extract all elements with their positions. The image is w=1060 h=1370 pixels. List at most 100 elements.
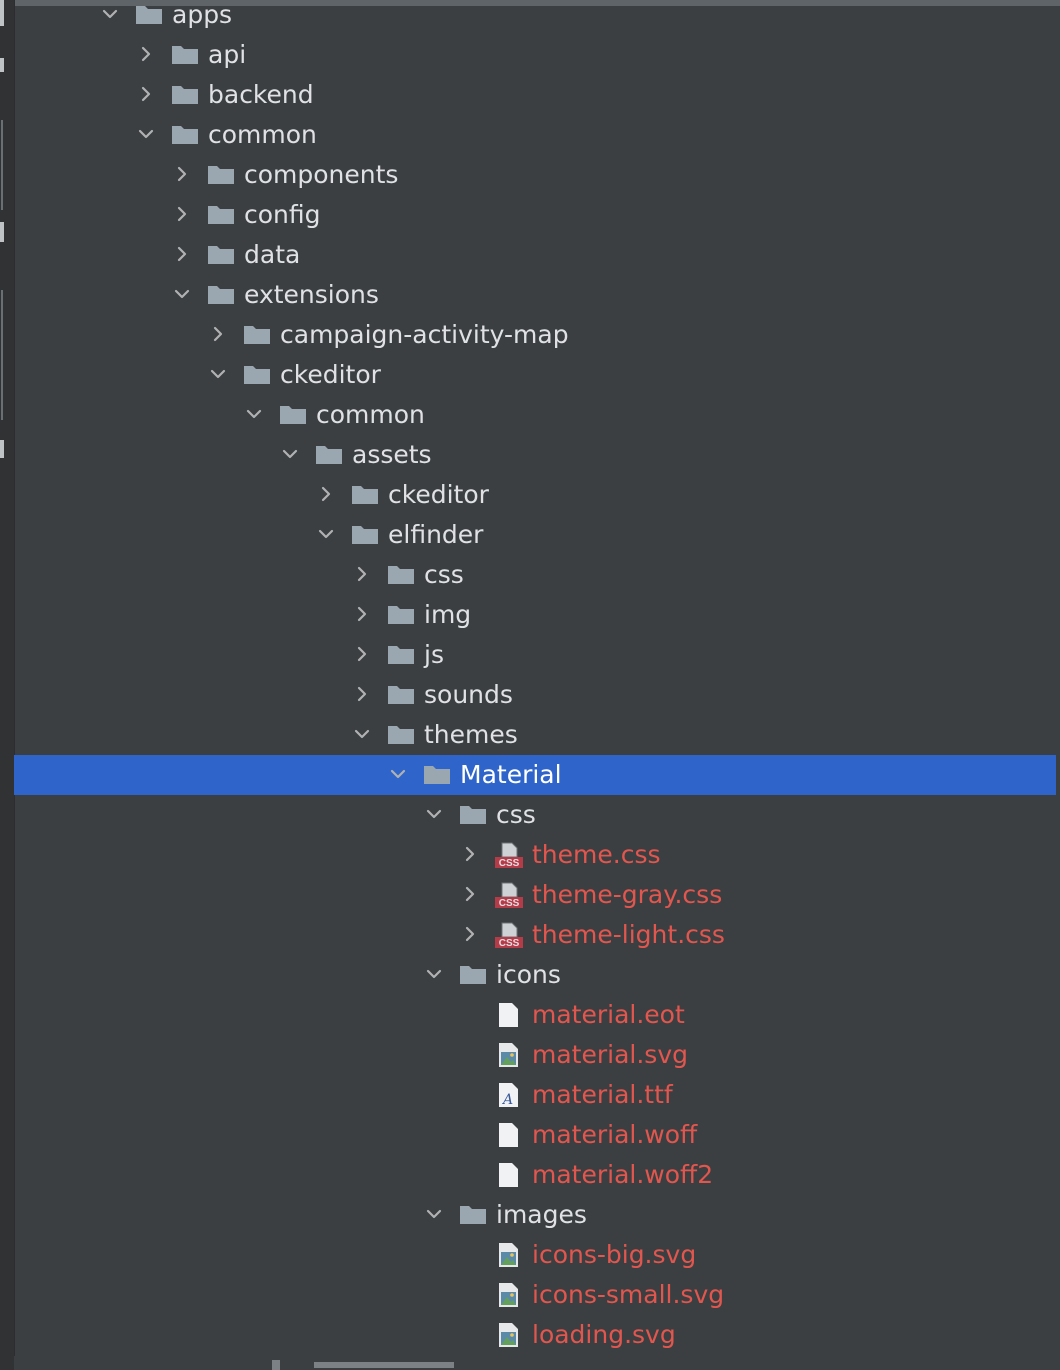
- tree-node-config[interactable]: config: [14, 195, 1056, 235]
- tree-node-material-eot[interactable]: material.eot: [14, 995, 1056, 1035]
- chevron-down-icon[interactable]: [386, 755, 410, 795]
- tree-node-label: material.eot: [532, 1000, 685, 1029]
- tree-node-elfinder[interactable]: elfinder: [14, 515, 1056, 555]
- tree-node-label: theme.css: [532, 840, 661, 869]
- folder-icon: [350, 475, 380, 515]
- tree-node-label: theme-gray.css: [532, 880, 723, 909]
- tree-node-icons-small-svg[interactable]: icons-small.svg: [14, 1275, 1056, 1315]
- image-file-icon: [494, 1315, 524, 1355]
- chevron-right-icon[interactable]: [458, 875, 482, 915]
- chevron-down-icon[interactable]: [314, 515, 338, 555]
- chevron-right-icon[interactable]: [350, 555, 374, 595]
- chevron-right-icon[interactable]: [350, 675, 374, 715]
- tree-node-label: config: [244, 200, 321, 229]
- tree-node-label: Material: [460, 760, 562, 789]
- chevron-right-icon[interactable]: [350, 635, 374, 675]
- folder-icon: [350, 515, 380, 555]
- folder-icon: [386, 715, 416, 755]
- tree-node-assets[interactable]: assets: [14, 435, 1056, 475]
- chevron-right-icon[interactable]: [170, 195, 194, 235]
- tree-node-components[interactable]: components: [14, 155, 1056, 195]
- chevron-right-icon[interactable]: [170, 235, 194, 275]
- chevron-down-icon[interactable]: [170, 275, 194, 315]
- chevron-right-icon[interactable]: [350, 595, 374, 635]
- folder-icon: [134, 0, 164, 35]
- folder-icon: [386, 555, 416, 595]
- chevron-down-icon[interactable]: [422, 1195, 446, 1235]
- chevron-down-icon[interactable]: [242, 395, 266, 435]
- tree-node-ckeditor[interactable]: ckeditor: [14, 475, 1056, 515]
- folder-icon: [458, 1195, 488, 1235]
- tree-node-label: ckeditor: [388, 480, 489, 509]
- tree-node-sounds[interactable]: sounds: [14, 675, 1056, 715]
- file-icon: [494, 995, 524, 1035]
- tree-node-themes[interactable]: themes: [14, 715, 1056, 755]
- tree-node-common[interactable]: common: [14, 395, 1056, 435]
- chevron-right-icon[interactable]: [170, 155, 194, 195]
- tree-node-loading-svg[interactable]: loading.svg: [14, 1315, 1056, 1355]
- folder-icon: [206, 155, 236, 195]
- tree-node-apps[interactable]: apps: [14, 0, 1056, 35]
- tree-node-label: components: [244, 160, 399, 189]
- chevron-down-icon[interactable]: [350, 715, 374, 755]
- tree-node-img[interactable]: img: [14, 595, 1056, 635]
- chevron-down-icon[interactable]: [206, 355, 230, 395]
- image-file-icon: [494, 1035, 524, 1075]
- tree-node-css[interactable]: css: [14, 555, 1056, 595]
- chevron-right-icon[interactable]: [458, 915, 482, 955]
- svg-text:A: A: [501, 1092, 513, 1108]
- tree-node-label: icons-small.svg: [532, 1280, 725, 1309]
- tree-node-theme-gray-css[interactable]: CSS theme-gray.css: [14, 875, 1056, 915]
- tree-node-data[interactable]: data: [14, 235, 1056, 275]
- tree-node-material-woff[interactable]: material.woff: [14, 1115, 1056, 1155]
- css-file-icon: CSS: [494, 875, 524, 915]
- tree-node-extensions[interactable]: extensions: [14, 275, 1056, 315]
- chevron-down-icon[interactable]: [422, 955, 446, 995]
- tree-node-label: css: [424, 560, 464, 589]
- chevron-down-icon[interactable]: [278, 435, 302, 475]
- chevron-down-icon[interactable]: [422, 795, 446, 835]
- file-icon: [494, 1115, 524, 1155]
- chevron-right-icon[interactable]: [314, 475, 338, 515]
- tree-node-label: common: [208, 120, 317, 149]
- tree-overflow-edge: [14, 1356, 1060, 1370]
- folder-icon: [242, 315, 272, 355]
- tree-node-backend[interactable]: backend: [14, 75, 1056, 115]
- tree-node-images[interactable]: images: [14, 1195, 1056, 1235]
- tool-strip-marker: [0, 222, 4, 242]
- chevron-down-icon[interactable]: [98, 0, 122, 35]
- chevron-right-icon[interactable]: [458, 835, 482, 875]
- partial-next-row: [272, 1360, 280, 1370]
- folder-icon: [386, 635, 416, 675]
- tree-node-label: icons: [496, 960, 561, 989]
- folder-icon: [458, 795, 488, 835]
- tree-node-label: backend: [208, 80, 314, 109]
- chevron-right-icon[interactable]: [206, 315, 230, 355]
- folder-icon: [206, 195, 236, 235]
- folder-icon: [386, 675, 416, 715]
- folder-icon: [206, 235, 236, 275]
- tree-node-label: assets: [352, 440, 432, 469]
- tree-node-label: images: [496, 1200, 587, 1229]
- tree-node-css[interactable]: css: [14, 795, 1056, 835]
- tree-node-campaign-activity-map[interactable]: campaign-activity-map: [14, 315, 1056, 355]
- tree-node-common[interactable]: common: [14, 115, 1056, 155]
- tree-node-material-woff2[interactable]: material.woff2: [14, 1155, 1056, 1195]
- tree-node-icons[interactable]: icons: [14, 955, 1056, 995]
- tree-node-label: themes: [424, 720, 518, 749]
- tree-node-js[interactable]: js: [14, 635, 1056, 675]
- file-icon: [494, 1155, 524, 1195]
- tree-node-material[interactable]: Material: [14, 755, 1056, 795]
- tree-node-api[interactable]: api: [14, 35, 1056, 75]
- chevron-right-icon[interactable]: [134, 35, 158, 75]
- folder-icon: [206, 275, 236, 315]
- tree-node-icons-big-svg[interactable]: icons-big.svg: [14, 1235, 1056, 1275]
- chevron-right-icon[interactable]: [134, 75, 158, 115]
- chevron-down-icon[interactable]: [134, 115, 158, 155]
- folder-icon: [242, 355, 272, 395]
- tree-node-material-svg[interactable]: material.svg: [14, 1035, 1056, 1075]
- tree-node-ckeditor[interactable]: ckeditor: [14, 355, 1056, 395]
